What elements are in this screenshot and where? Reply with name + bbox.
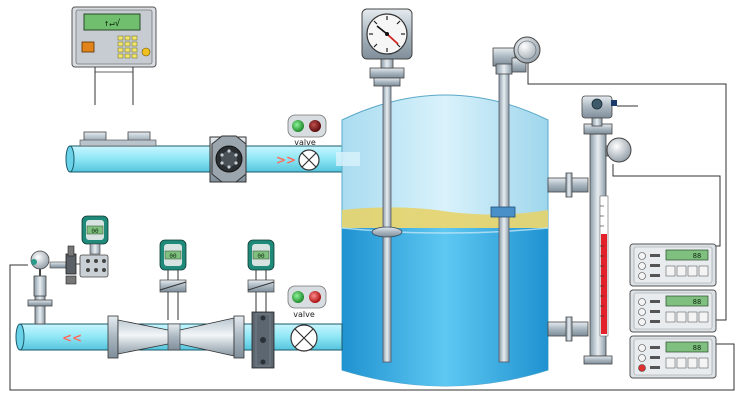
level-bar [601,234,607,334]
lower-flow-arrows: << [62,331,82,345]
side-level-gauge [547,95,617,365]
lower-valve-label: valve [293,310,315,319]
meter-right-reading: 00 [257,253,265,260]
indicator-panel-3[interactable]: 88 [629,335,717,379]
upper-flow-meter[interactable] [209,135,247,183]
controller-unit[interactable]: ↑↵√ [71,6,157,105]
float-probe-left [369,55,405,363]
upper-lamp-panel [287,114,327,138]
indicator-3-reading: 88 [693,344,701,352]
upper-valve-label: valve [294,138,316,147]
upper-green-lamp-icon [292,120,304,132]
lower-green-lamp-icon [292,291,304,303]
controller-display-text: ↑↵√ [104,18,121,29]
oil-layer [342,207,548,228]
upper-red-lamp-icon [309,120,321,132]
upper-valve[interactable] [298,149,320,171]
float-probe-right [490,47,516,363]
indicator-1-reading: 88 [693,252,701,260]
indicator-2-reading: 88 [693,298,701,306]
lower-lamp-panel [287,285,327,309]
meter-mid-reading: 00 [169,253,177,260]
venturi-transmitter-1[interactable]: 00 [159,239,187,320]
controller-display [83,13,141,31]
pressure-gauge-icon[interactable] [361,8,413,60]
meter-left-reading: 00 [91,228,99,235]
lower-red-lamp-icon [309,291,321,303]
float-right [490,206,516,218]
controller-keypad[interactable] [117,35,138,59]
upper-pipe [65,131,343,173]
temperature-sensor[interactable] [27,250,53,325]
pressure-switch[interactable] [49,245,109,285]
side-gauge-head-icon[interactable] [605,137,632,163]
level-transmitter-head-icon[interactable] [511,36,541,73]
venturi-transmitter-2[interactable]: 00 [247,239,275,312]
indicator-panel-2[interactable]: 88 [629,289,717,333]
float-left [371,226,403,238]
controller-knob-icon[interactable] [141,47,151,57]
indicator-panel-1[interactable]: 88 [629,243,717,287]
tank [336,94,549,387]
signal-wire [9,264,735,391]
flow-meter-icon[interactable]: 00 [81,215,109,255]
upper-flow-arrows: >> [276,153,296,167]
venturi-tube [107,311,275,369]
lower-valve[interactable] [290,324,318,352]
controller-orange-key[interactable] [81,41,95,53]
